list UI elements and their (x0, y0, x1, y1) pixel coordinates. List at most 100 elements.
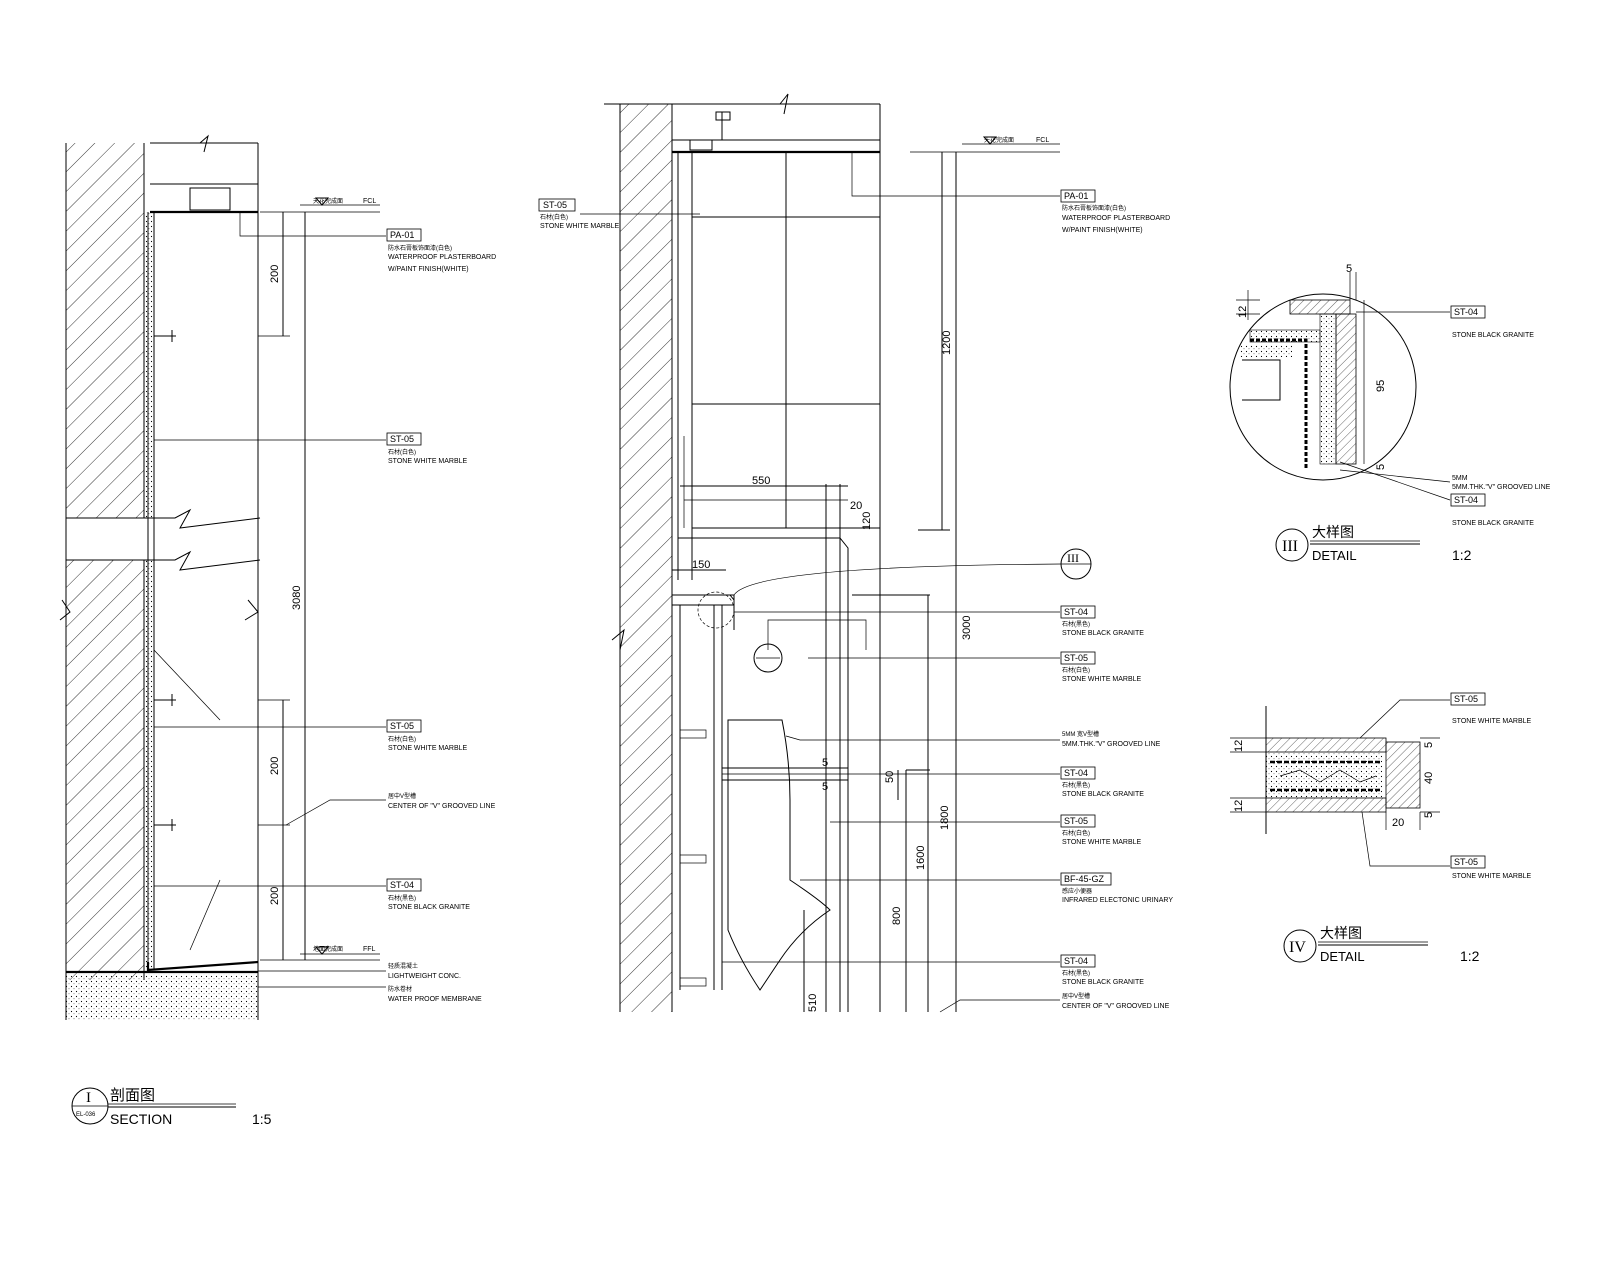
detail3-tag-b-en: STONE BLACK GRANITE (1452, 520, 1534, 527)
detail3-dim-5b: 5 (1375, 464, 1387, 470)
detail4-dim-40: 40 (1423, 772, 1435, 784)
detail4-tag-b-en: STONE WHITE MARBLE (1452, 873, 1532, 880)
section-tag-st05-a-code: ST-05 (390, 434, 414, 444)
detail4-num: IV (1289, 939, 1306, 956)
concrete-wall (66, 143, 144, 518)
elev-tag-st04-c: ST-04 石材(黑色) STONE BLACK GRANITE (1060, 954, 1144, 986)
elevation-drawing: 1200 550 20 120 150 3000 50 5 5 1800 160… (580, 93, 1092, 1013)
elev-tag-st05-b-cn: 石材(白色) (1062, 829, 1090, 837)
detail3-title-cn: 大样图 (1312, 524, 1354, 540)
section-level-bottom: FFL (363, 946, 376, 953)
elev-dim-120: 120 (861, 512, 873, 530)
elev-dim-50: 50 (884, 771, 896, 783)
detail3-title-en: DETAIL (1312, 548, 1357, 563)
section-level-top-cn: 天花完成面 (313, 197, 343, 205)
elev-tag-st04-b-cn: 石材(黑色) (1062, 781, 1090, 789)
section-tag-st05-a: ST-05 石材(白色) STONE WHITE MARBLE (386, 432, 468, 465)
elev-dim-3000: 3000 (961, 616, 973, 640)
section-dim-3: 200 (269, 757, 281, 775)
section-note-conc: 轻质混凝土 LIGHTWEIGHT CONC. (388, 962, 461, 980)
elev-note-groove-5mm-en: 5MM.THK."V" GROOVED LINE (1062, 741, 1161, 748)
elev-level-top: FCL (1036, 137, 1049, 144)
stone-cladding-upper (144, 212, 154, 518)
section-drawing: 200 3080 200 200 天花完成面 FCL 地面完成面 FFL (59, 134, 386, 1020)
detail3-tag-st04-b: ST-04 STONE BLACK GRANITE (1450, 493, 1534, 527)
detail4-tag-a-code: ST-05 (1454, 694, 1478, 704)
detail4-dim-12b: 12 (1233, 800, 1245, 812)
elev-tag-urinal-cn: 感应小便器 (1062, 887, 1092, 895)
detail3-scale: 1:2 (1452, 547, 1472, 563)
section-note-groove-cn: 居中V型槽 (388, 792, 416, 800)
concrete-wall-lower (66, 560, 144, 980)
detail3-dim-95: 95 (1375, 380, 1387, 392)
detail-IV-drawing: 12 12 5 40 5 20 (1230, 699, 1450, 867)
elev-tag-st04-c-en: STONE BLACK GRANITE (1062, 979, 1144, 986)
section-tag-st04-en: STONE BLACK GRANITE (388, 904, 470, 911)
section-note-membrane-en: WATER PROOF MEMBRANE (388, 996, 482, 1003)
elev-dim-800: 800 (891, 907, 903, 925)
detail4-dim-5b: 5 (1423, 812, 1435, 818)
elev-dim-510: 510 (807, 994, 819, 1012)
elev-tag-st04-a-cn: 石材(黑色) (1062, 620, 1090, 628)
detail3-dim-5: 5 (1346, 263, 1352, 275)
elev-note-groove-5mm-cn: 5MM 宽V型槽 (1062, 730, 1099, 738)
section-tag-pa01-en2: W/PAINT FINISH(WHITE) (388, 266, 469, 273)
detail4-dim-12a: 12 (1233, 740, 1245, 752)
detail-III-drawing: 5 12 95 5 (1229, 263, 1451, 501)
elev-tag-pa01-code: PA-01 (1064, 191, 1088, 201)
detail3-tag-a-code: ST-04 (1454, 307, 1478, 317)
detail4-dim-5a: 5 (1423, 742, 1435, 748)
section-tag-pa01-cn: 防水石膏板饰面漆(白色) (388, 244, 452, 252)
section-tag-st05-b-code: ST-05 (390, 721, 414, 731)
section-tag-st05-a-cn: 石材(白色) (388, 448, 416, 456)
elev-note-groove-5mm: 5MM 宽V型槽 5MM.THK."V" GROOVED LINE (1062, 730, 1161, 748)
elev-tag-st04-b: ST-04 石材(黑色) STONE BLACK GRANITE (1060, 766, 1144, 798)
detail3-note-en1: 5MM (1452, 475, 1468, 482)
elev-tag-st04-b-en: STONE BLACK GRANITE (1062, 791, 1144, 798)
elev-callout-III: III (1067, 551, 1079, 565)
section-tag-pa01: PA-01 防水石膏板饰面漆(白色) WATERPROOF PLASTERBOA… (386, 228, 496, 273)
elev-note-groove-center: 居中V型槽 CENTER OF "V" GROOVED LINE (1062, 992, 1170, 1010)
section-level-top: FCL (363, 198, 376, 205)
detail4-tag-st05-b: ST-05 STONE WHITE MARBLE (1450, 855, 1532, 880)
elev-tag-st05-left-en: STONE WHITE MARBLE (540, 223, 620, 230)
detail3-tag-st04-a: ST-04 STONE BLACK GRANITE (1450, 305, 1534, 339)
detail3-dim-12: 12 (1237, 306, 1249, 318)
section-level-bottom-cn: 地面完成面 (313, 945, 343, 953)
section-bubble-num: I (86, 1090, 91, 1106)
elev-tag-st04-c-cn: 石材(黑色) (1062, 969, 1090, 977)
detail3-note-en2: 5MM.THK."V" GROOVED LINE (1452, 484, 1551, 491)
detail3-title-block: III 大样图 DETAIL 1:2 (1275, 524, 1472, 563)
elev-tag-st04-a-en: STONE BLACK GRANITE (1062, 630, 1144, 637)
section-scale: 1:5 (252, 1111, 272, 1127)
elev-dim-5a: 5 (822, 757, 828, 769)
detail4-tag-a-en: STONE WHITE MARBLE (1452, 718, 1532, 725)
section-note-membrane-cn: 防水卷材 (388, 985, 412, 993)
elev-dim-5b: 5 (822, 781, 828, 793)
section-tag-st04-code: ST-04 (390, 880, 414, 890)
elev-tag-urinal-code: BF-45-GZ (1064, 874, 1105, 884)
elev-tag-pa01-en2: W/PAINT FINISH(WHITE) (1062, 227, 1143, 234)
elev-tag-pa01-cn: 防水石膏板饰面漆(白色) (1062, 204, 1126, 212)
section-title-cn: 剖面图 (110, 1087, 155, 1104)
detail3-tag-b-code: ST-04 (1454, 495, 1478, 505)
section-dim-1: 200 (269, 265, 281, 283)
elev-level-top-cn: 天花完成面 (984, 136, 1014, 144)
elevation-wall (620, 104, 672, 1012)
elev-tag-pa01-en1: WATERPROOF PLASTERBOARD (1062, 215, 1170, 222)
elev-tag-st05-a-cn: 石材(白色) (1062, 666, 1090, 674)
detail4-title-cn: 大样图 (1320, 925, 1362, 941)
elev-tag-pa01: PA-01 防水石膏板饰面漆(白色) WATERPROOF PLASTERBOA… (1060, 189, 1170, 234)
section-note-groove-en: CENTER OF "V" GROOVED LINE (388, 803, 496, 810)
elev-tag-st05-a: ST-05 石材(白色) STONE WHITE MARBLE (1060, 651, 1142, 683)
elev-tag-urinal: BF-45-GZ 感应小便器 INFRARED ELECTONIC URINAR… (1060, 872, 1173, 904)
section-tag-pa01-code: PA-01 (390, 230, 414, 240)
elev-tag-st05-b-en: STONE WHITE MARBLE (1062, 839, 1142, 846)
elev-tag-st04-a-code: ST-04 (1064, 607, 1088, 617)
elev-tag-st05-left-cn: 石材(白色) (540, 213, 568, 221)
detail4-title-block: IV 大样图 DETAIL 1:2 (1283, 925, 1480, 964)
detail4-tag-b-code: ST-05 (1454, 857, 1478, 867)
elev-tag-st05-a-code: ST-05 (1064, 653, 1088, 663)
section-tag-st05-a-en: STONE WHITE MARBLE (388, 458, 468, 465)
